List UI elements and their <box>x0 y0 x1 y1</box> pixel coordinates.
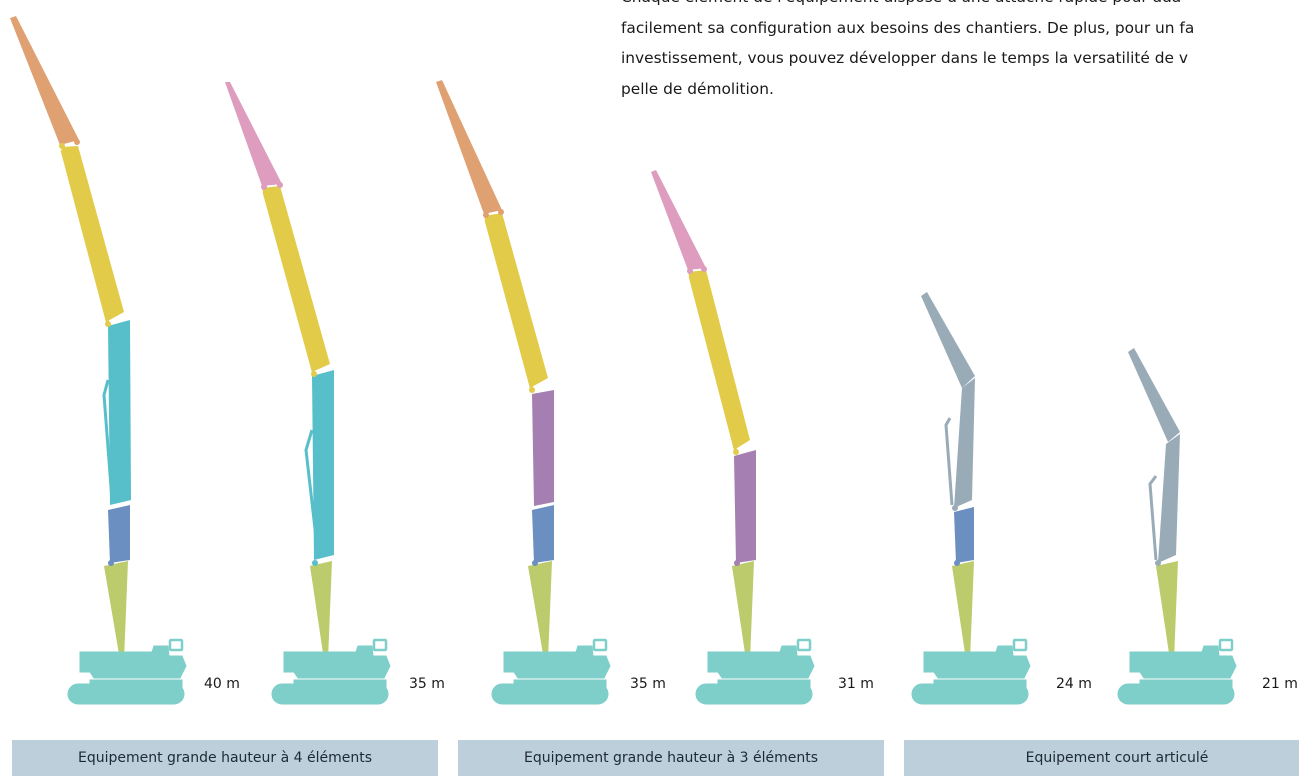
base-boom <box>104 561 128 660</box>
machine-35m-a <box>225 82 392 706</box>
tip-section <box>651 170 706 270</box>
base-boom <box>528 561 552 660</box>
base-boom <box>1156 561 1178 660</box>
articulated-arm <box>954 378 975 508</box>
long-section-brace <box>304 429 320 556</box>
machine-31m <box>651 170 816 706</box>
carrier <box>910 638 1032 706</box>
tip-section <box>225 82 282 186</box>
long-section-brace <box>102 379 114 501</box>
height-label-35m-a: 35 m <box>409 676 445 692</box>
height-label-35m-b: 35 m <box>630 676 666 692</box>
group-label: Equipement grande hauteur à 4 éléments <box>77 750 373 766</box>
tip-section <box>436 80 502 214</box>
tip-section <box>921 292 975 388</box>
machine-21m <box>1116 348 1238 706</box>
carrier <box>1116 638 1238 706</box>
group-band-4-elements: Equipement grande hauteur à 4 éléments <box>12 740 438 776</box>
upper-boom-brace <box>60 149 110 325</box>
group-label: Equipement court articulé <box>1025 750 1209 766</box>
upper-boom-section <box>688 270 750 450</box>
base-boom <box>732 561 754 660</box>
short-section <box>108 505 130 563</box>
upper-boom-section <box>262 186 330 372</box>
intro-line: pelle de démolition. <box>621 79 774 98</box>
intro-line: investissement, vous pouvez développer d… <box>621 49 1189 67</box>
upper-boom-brace <box>484 219 534 391</box>
tip-section <box>10 16 79 145</box>
articulated-arm-brace <box>1148 475 1158 561</box>
upper-boom-section <box>61 146 124 322</box>
upper-boom-section <box>484 213 548 388</box>
carrier <box>694 638 816 706</box>
carrier <box>270 638 392 706</box>
height-label-31m: 31 m <box>838 676 874 692</box>
base-boom <box>952 561 974 660</box>
long-section <box>108 320 131 505</box>
carrier <box>490 638 612 706</box>
articulated-arm <box>1158 434 1180 563</box>
height-label-21m: 21 m <box>1262 676 1298 692</box>
long-section <box>734 450 756 563</box>
short-section <box>532 505 554 563</box>
group-band-articulated: Equipement court articulé <box>904 740 1299 776</box>
articulated-arm-brace <box>944 417 954 506</box>
machine-24m <box>910 292 1032 706</box>
long-section <box>532 390 554 506</box>
upper-boom-brace <box>262 191 316 375</box>
group-band-3-elements: Equipement grande hauteur à 3 éléments <box>458 740 884 776</box>
tip-section <box>1128 348 1180 442</box>
intro-text: Chaque élément de l'équipement dispose d… <box>621 0 1299 104</box>
base-boom <box>310 561 332 660</box>
machine-40m <box>10 16 188 706</box>
long-section <box>312 370 334 560</box>
height-label-40m: 40 m <box>204 676 240 692</box>
upper-boom-brace <box>688 275 738 453</box>
short-section <box>954 507 974 563</box>
carrier <box>66 638 188 706</box>
intro-line: Chaque élément de l'équipement dispose d… <box>621 0 1299 13</box>
joint-pins <box>59 139 1161 566</box>
machine-35m-b <box>436 80 612 706</box>
intro-line: facilement sa configuration aux besoins … <box>621 18 1195 37</box>
group-label: Equipement grande hauteur à 3 éléments <box>523 750 819 766</box>
machine-diagram <box>10 16 1238 706</box>
height-label-24m: 24 m <box>1056 676 1092 692</box>
